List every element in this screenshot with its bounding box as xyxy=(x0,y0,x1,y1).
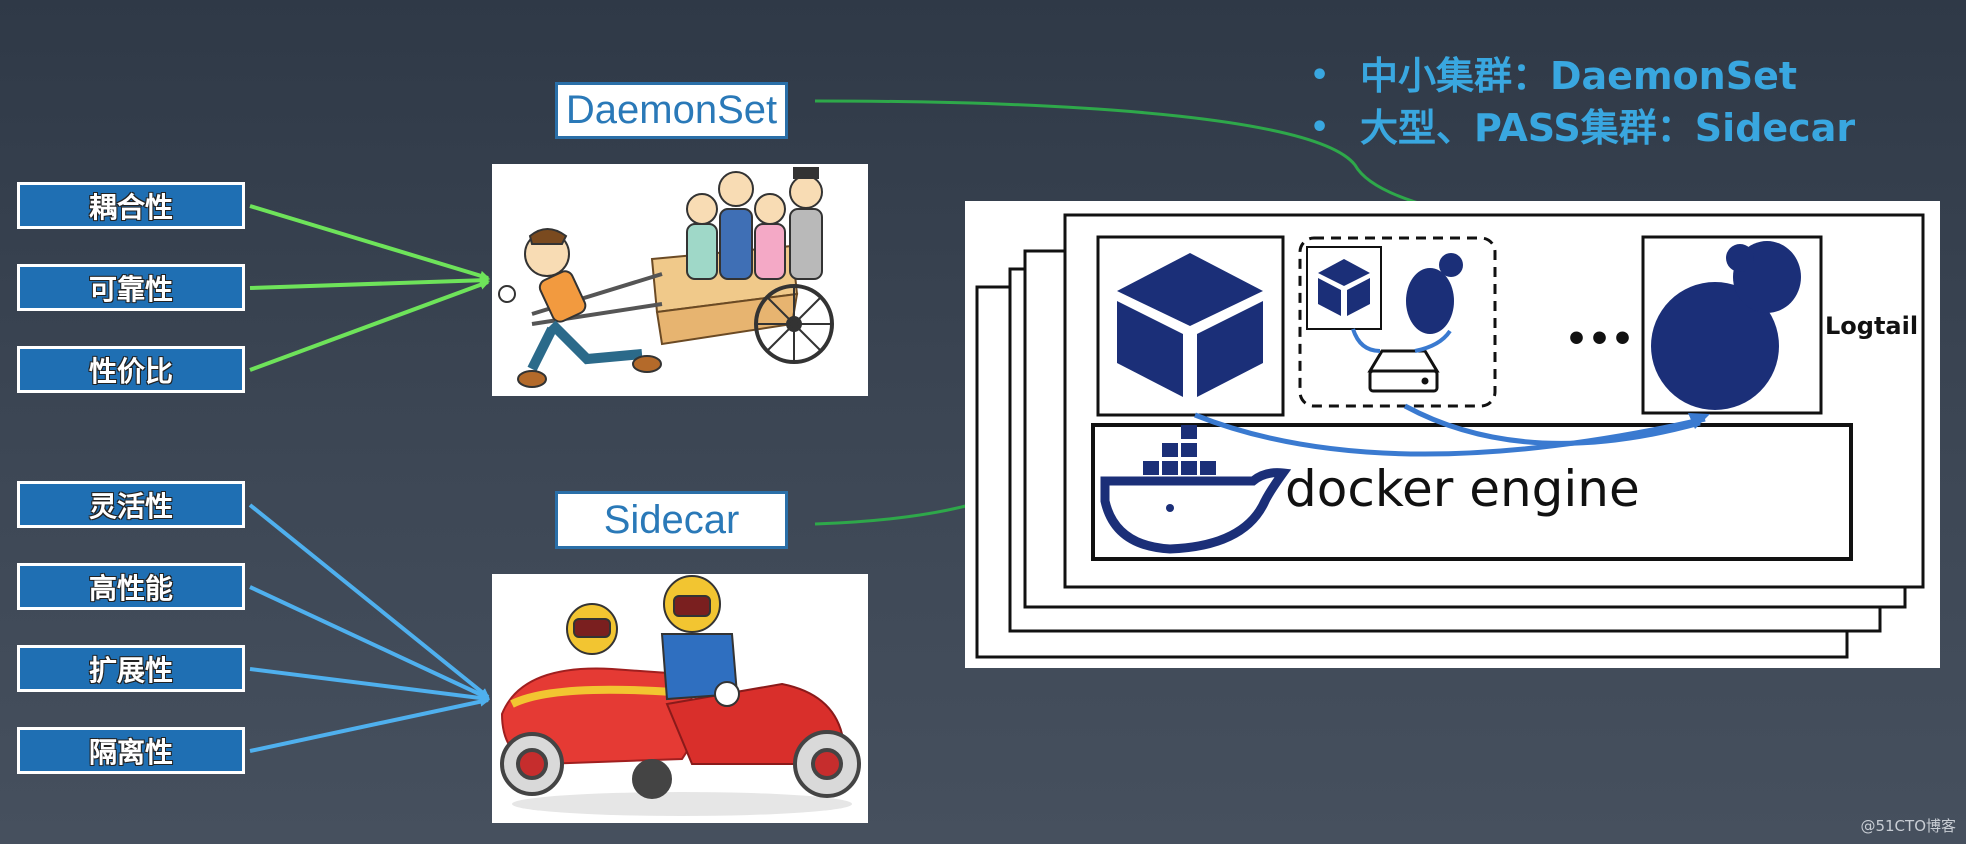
small-logtail-icon xyxy=(1406,253,1463,334)
bullet-list: •中小集群：DaemonSet •大型、PASS集群：Sidecar xyxy=(1310,50,1855,154)
group2-arrows xyxy=(248,503,490,753)
rickshaw-illustration xyxy=(492,164,868,396)
feature-coupling: 耦合性 xyxy=(17,182,245,229)
daemonset-label: DaemonSet xyxy=(555,82,788,139)
sidecar-motorcycle-photo xyxy=(492,574,868,823)
cube-icon xyxy=(1117,253,1263,397)
log-flow-arrowhead xyxy=(1688,413,1710,429)
small-cube-icon xyxy=(1318,259,1370,316)
logtail-icon xyxy=(1651,241,1801,410)
bullet-dot: • xyxy=(1310,110,1330,145)
feature-isolation: 隔离性 xyxy=(17,727,245,774)
ellipsis: ••• xyxy=(1565,319,1634,360)
pod-group xyxy=(1298,236,1497,408)
docker-engine-label: docker engine xyxy=(1285,460,1640,518)
group1-arrows xyxy=(249,204,490,372)
logtail-label: Logtail xyxy=(1825,312,1918,340)
wheels xyxy=(500,730,861,799)
sidecar-label: Sidecar xyxy=(555,491,788,549)
bullet-dot: • xyxy=(1310,58,1330,93)
feature-performance: 高性能 xyxy=(17,563,245,610)
architecture-diagram: ••• Logtail docker engine xyxy=(965,201,1940,668)
feature-scalability: 扩展性 xyxy=(17,645,245,692)
bullet-item: •中小集群：DaemonSet xyxy=(1310,50,1855,102)
bullet-item: •大型、PASS集群：Sidecar xyxy=(1310,102,1855,154)
storage-icon xyxy=(1367,349,1440,393)
watermark: @51CTO博客 xyxy=(1860,817,1956,835)
feature-flexibility: 灵活性 xyxy=(17,481,245,528)
log-flow-arrows xyxy=(1194,403,1706,457)
feature-cost-performance: 性价比 xyxy=(17,346,245,393)
docker-whale-icon xyxy=(1100,425,1292,554)
cart-wheel xyxy=(754,284,834,364)
feature-reliability: 可靠性 xyxy=(17,264,245,311)
